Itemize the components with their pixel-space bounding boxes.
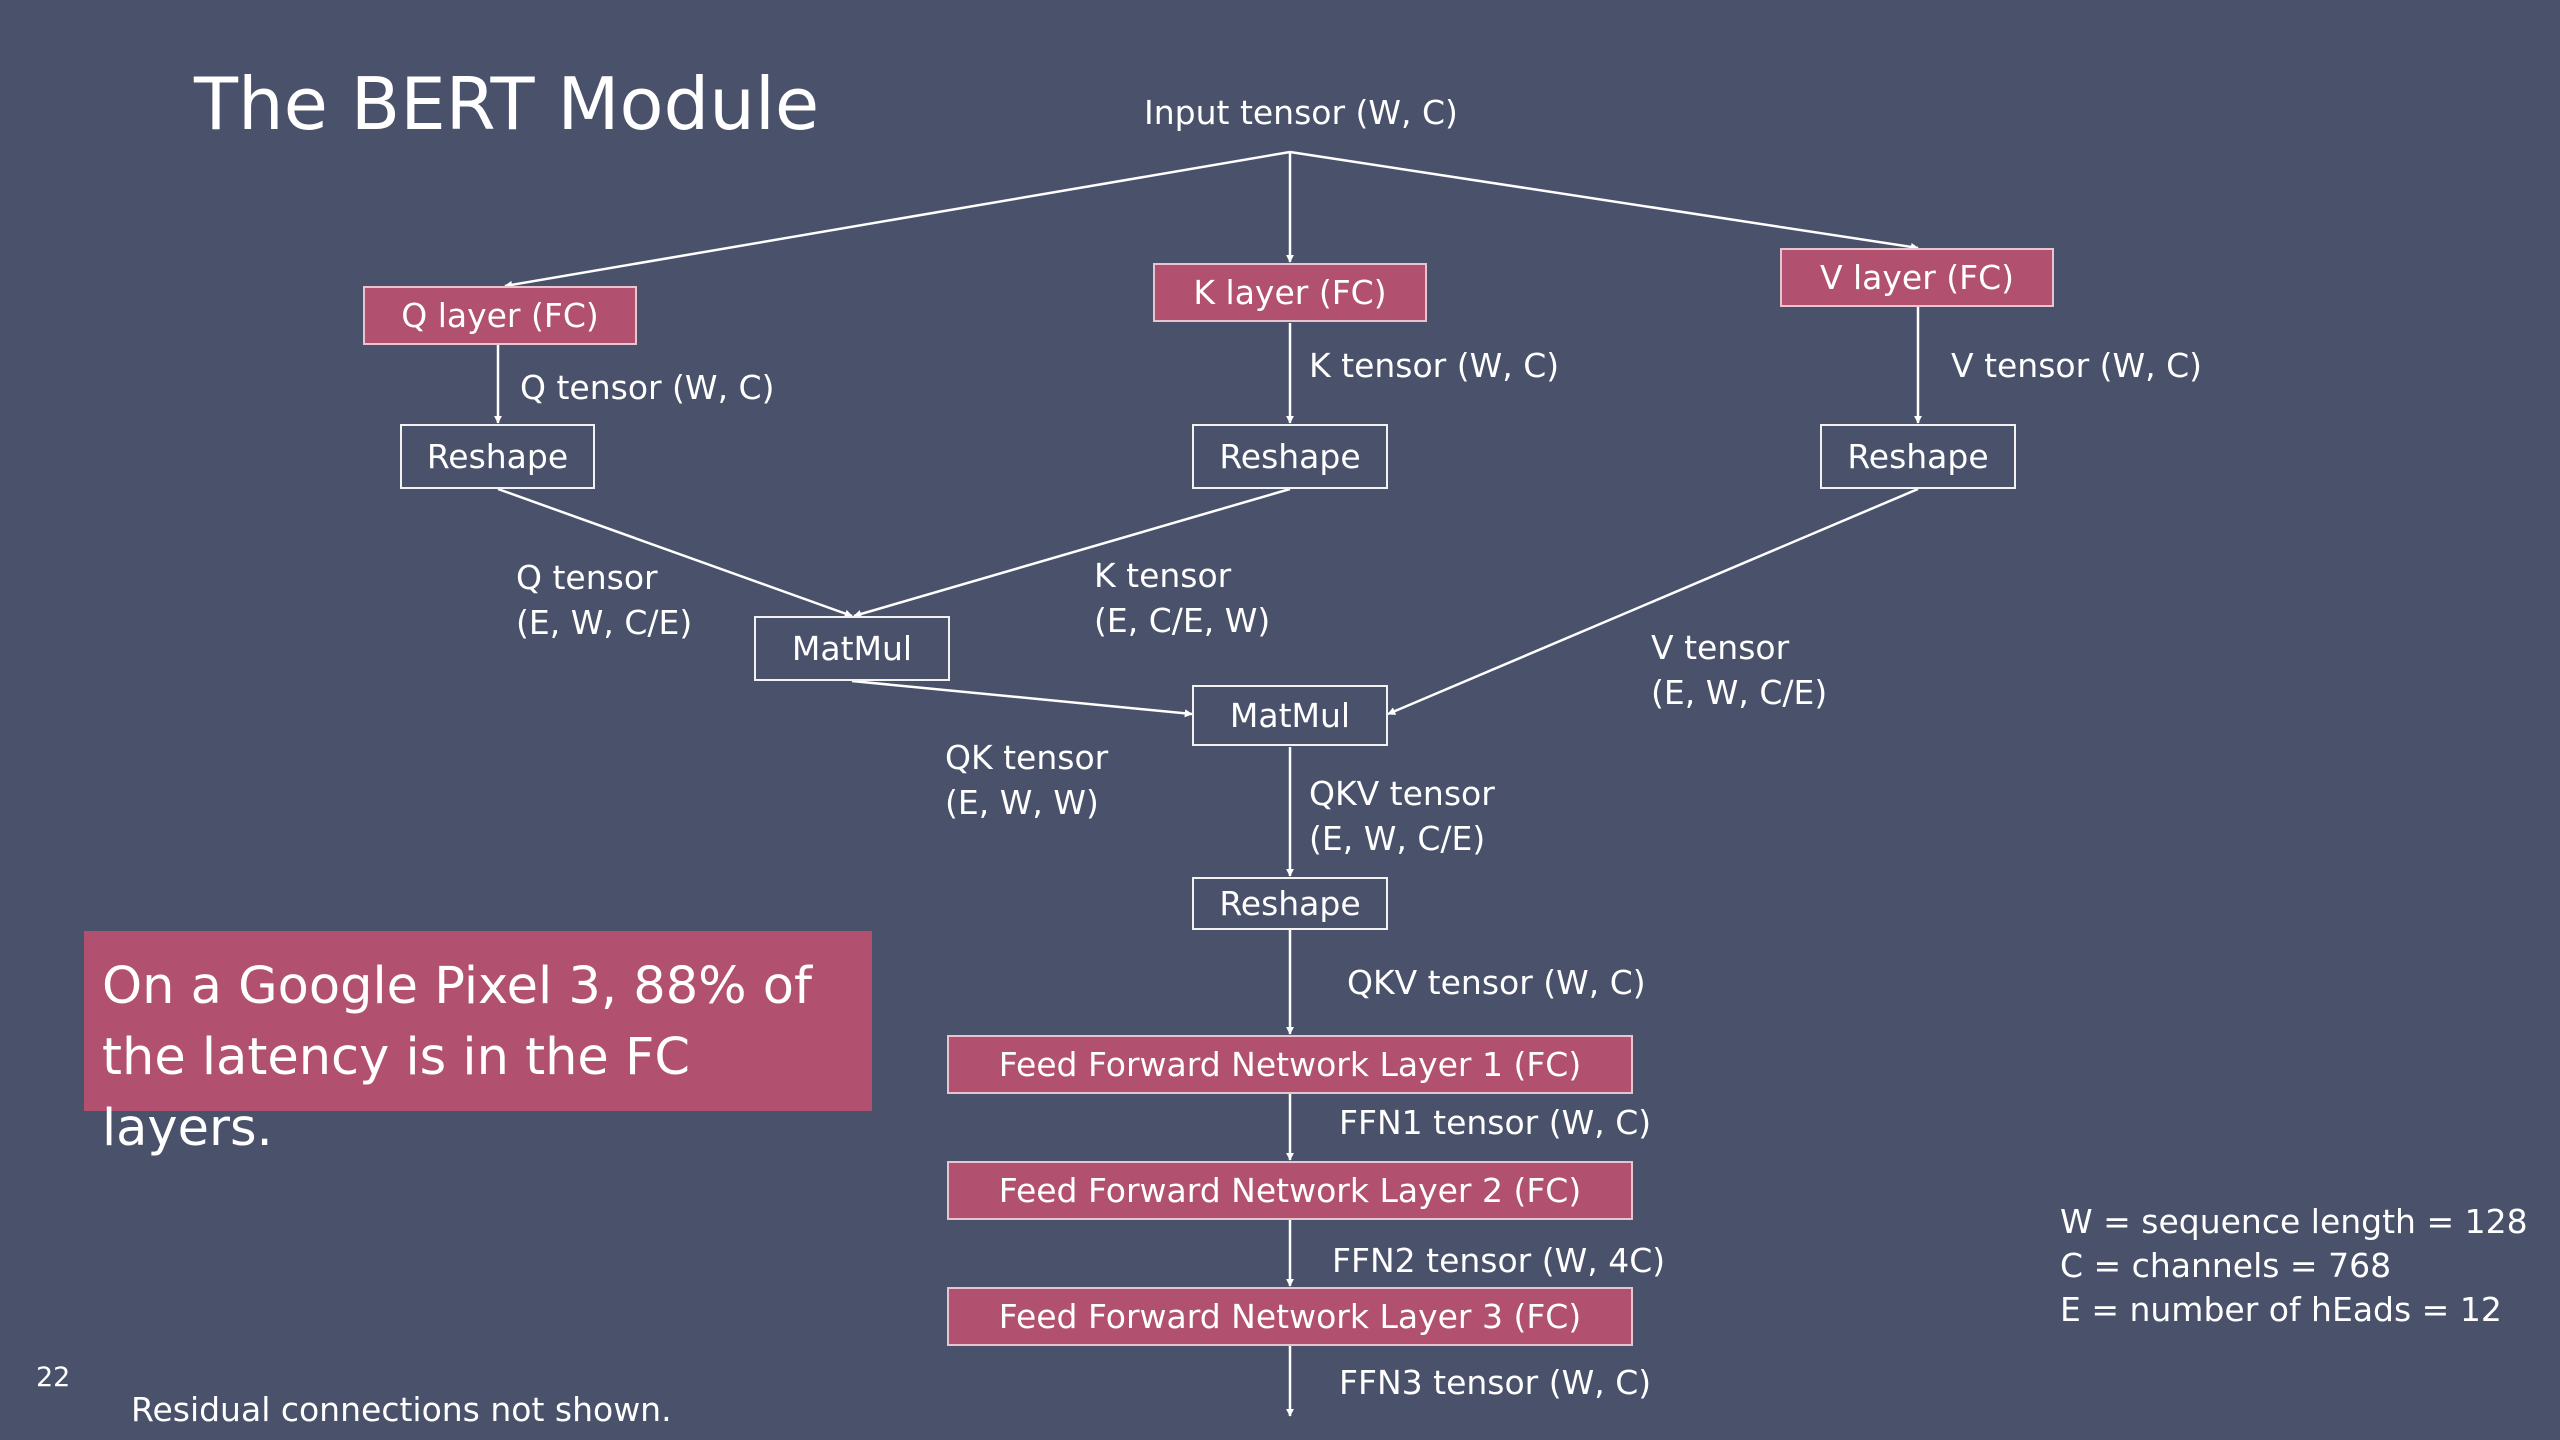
ffn1-node: Feed Forward Network Layer 1 (FC) <box>947 1035 1633 1094</box>
k-reshape-node: Reshape <box>1192 424 1388 489</box>
edge-matmul-to-matmul <box>851 679 1193 718</box>
v-reshape-node: Reshape <box>1820 424 2016 489</box>
matmul-qkv-node: MatMul <box>1192 685 1388 746</box>
legend-line-w: W = sequence length = 128 <box>2060 1202 2528 1241</box>
ffn1-tensor-label: FFN1 tensor (W, C) <box>1339 1103 1652 1142</box>
reshape-qkv-node: Reshape <box>1192 877 1388 930</box>
ffn3-tensor-label: FFN3 tensor (W, C) <box>1339 1363 1652 1402</box>
input-tensor-label: Input tensor (W, C) <box>1144 93 1458 132</box>
ffn2-tensor-label: FFN2 tensor (W, 4C) <box>1332 1241 1666 1280</box>
q-reshape-node: Reshape <box>400 424 595 489</box>
variable-legend: W = sequence length = 128 C = channels =… <box>2060 1200 2528 1332</box>
qk-tensor-label: QK tensor (E, W, W) <box>945 738 1109 822</box>
q-layer-node: Q layer (FC) <box>363 286 637 345</box>
q-tensor-ewc-label: Q tensor (E, W, C/E) <box>516 558 693 642</box>
edge-input-to-v <box>1289 150 1919 251</box>
edge-v-reshape-to-matmul <box>1387 487 1919 716</box>
edge-input-to-q <box>504 150 1291 289</box>
v-tensor-ewc-label: V tensor (E, W, C/E) <box>1651 628 1828 712</box>
matmul-qk-node: MatMul <box>754 616 950 681</box>
legend-line-e: E = number of hEads = 12 <box>2060 1290 2502 1329</box>
v-layer-node: V layer (FC) <box>1780 248 2054 307</box>
edge-k-reshape-to-matmul <box>853 487 1291 618</box>
legend-line-c: C = channels = 768 <box>2060 1246 2392 1285</box>
qkv-tensor-ewc-label: QKV tensor (E, W, C/E) <box>1309 774 1495 858</box>
k-tensor-wc-label: K tensor (W, C) <box>1309 346 1560 385</box>
q-tensor-wc-label: Q tensor (W, C) <box>520 368 775 407</box>
k-tensor-ecw-label: K tensor (E, C/E, W) <box>1094 556 1271 640</box>
ffn3-node: Feed Forward Network Layer 3 (FC) <box>947 1287 1633 1346</box>
qkv-tensor-wc-label: QKV tensor (W, C) <box>1347 963 1646 1002</box>
page-number: 22 <box>36 1362 71 1393</box>
ffn2-node: Feed Forward Network Layer 2 (FC) <box>947 1161 1633 1220</box>
k-layer-node: K layer (FC) <box>1153 263 1427 322</box>
footnote: Residual connections not shown. <box>131 1390 672 1429</box>
edge-q-reshape-to-matmul <box>497 487 853 618</box>
slide-title: The BERT Module <box>194 62 820 146</box>
v-tensor-wc-label: V tensor (W, C) <box>1951 346 2203 385</box>
latency-callout: On a Google Pixel 3, 88% of the latency … <box>84 931 872 1158</box>
